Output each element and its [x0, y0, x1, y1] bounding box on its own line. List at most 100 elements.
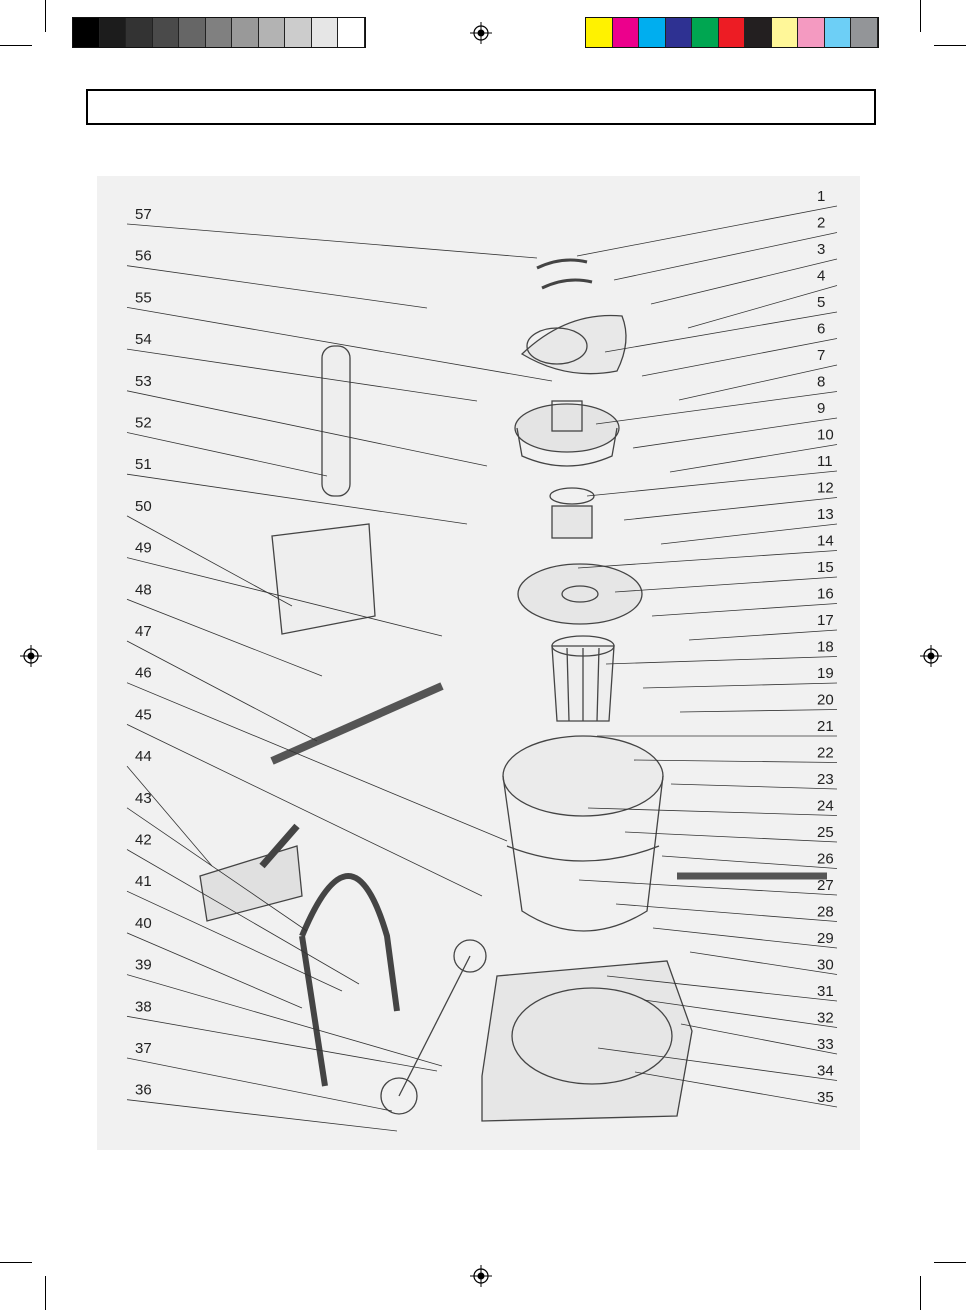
part-number-label: 5 [817, 294, 825, 311]
part-number-label: 52 [135, 415, 152, 432]
grayscale-color-bar [72, 17, 366, 48]
part-number-label: 53 [135, 373, 152, 390]
part-number-label: 56 [135, 248, 152, 265]
callout-leader-line [681, 1024, 837, 1054]
part-number-label: 19 [817, 665, 834, 682]
callout-leader-line [688, 286, 837, 329]
part-number-label: 32 [817, 1010, 834, 1027]
callout-leader-line [578, 551, 837, 569]
callout-leader-line [579, 880, 837, 895]
crop-mark-tr-h [934, 45, 966, 46]
color-swatch [100, 18, 127, 47]
registration-mark-icon [470, 22, 492, 44]
callout-leader-line [587, 471, 837, 496]
callout-leader-line [670, 445, 837, 473]
crop-mark-tr-v [920, 0, 921, 32]
callout-leader-line [634, 760, 837, 763]
part-number-label: 20 [817, 692, 834, 709]
callout-leader-line [615, 577, 837, 592]
callout-leader-line [127, 433, 327, 477]
part-number-label: 29 [817, 930, 834, 947]
part-number-label: 54 [135, 331, 152, 348]
part-number-label: 30 [817, 957, 834, 974]
color-swatch [312, 18, 339, 47]
part-number-label: 51 [135, 456, 152, 473]
callout-leader-line [642, 339, 837, 377]
part-number-label: 38 [135, 998, 152, 1015]
callout-leader-line [588, 808, 837, 816]
callout-leader-line [633, 418, 837, 448]
crop-mark-br-h [934, 1262, 966, 1263]
callout-leader-line [127, 224, 537, 258]
part-number-label: 10 [817, 427, 834, 444]
crop-mark-bl-h [0, 1262, 32, 1263]
callout-leader-line [605, 312, 837, 352]
part-number-label: 1 [817, 188, 825, 205]
color-swatch [825, 18, 852, 47]
part-number-label: 33 [817, 1036, 834, 1053]
color-swatch [338, 18, 365, 47]
part-number-label: 9 [817, 400, 825, 417]
callout-leader-line [596, 392, 837, 425]
part-number-label: 15 [817, 559, 834, 576]
callout-leader-line [127, 683, 507, 841]
registration-mark-icon [20, 645, 42, 667]
callout-leader-line [127, 474, 467, 524]
part-number-label: 25 [817, 824, 834, 841]
part-number-label: 36 [135, 1082, 152, 1099]
callout-leader-line [127, 391, 487, 466]
part-number-label: 47 [135, 623, 152, 640]
color-swatch [851, 18, 878, 47]
callout-leader-line [127, 641, 317, 741]
color-swatch [232, 18, 259, 47]
callout-leader-line [662, 856, 837, 869]
color-swatch [586, 18, 613, 47]
callout-leader-line [624, 498, 837, 521]
part-number-label: 31 [817, 983, 834, 1000]
part-number-label: 44 [135, 748, 152, 765]
part-number-label: 8 [817, 374, 825, 391]
crop-mark-tl-v [45, 0, 46, 32]
color-swatch [285, 18, 312, 47]
crop-mark-tl-h [0, 45, 32, 46]
part-number-label: 46 [135, 665, 152, 682]
part-number-label: 57 [135, 206, 152, 223]
part-number-label: 26 [817, 851, 834, 868]
color-swatch [639, 18, 666, 47]
part-number-label: 34 [817, 1063, 834, 1080]
callout-leader-line [690, 952, 837, 975]
part-number-label: 22 [817, 745, 834, 762]
part-number-label: 11 [817, 453, 833, 470]
part-number-label: 3 [817, 241, 825, 258]
color-swatch [179, 18, 206, 47]
color-swatch [798, 18, 825, 47]
part-number-label: 43 [135, 790, 152, 807]
callout-leader-line [127, 266, 427, 308]
part-number-label: 2 [817, 215, 825, 232]
registration-mark-icon [470, 1265, 492, 1287]
callout-leader-line [689, 630, 837, 640]
color-swatch [126, 18, 153, 47]
part-number-label: 13 [817, 506, 834, 523]
part-number-label: 6 [817, 321, 825, 338]
callout-leader-line [625, 832, 837, 842]
page-title-box [86, 89, 876, 125]
part-number-label: 18 [817, 639, 834, 656]
registration-mark-icon [920, 645, 942, 667]
part-number-label: 17 [817, 612, 834, 629]
part-number-label: 40 [135, 915, 152, 932]
diagram-canvas: 5756555453525150494847464544434241403938… [97, 176, 860, 1150]
callout-leader-line [577, 206, 837, 256]
color-swatch [259, 18, 286, 47]
part-number-label: 48 [135, 581, 152, 598]
callout-leader-line [653, 928, 837, 948]
part-number-label: 35 [817, 1089, 834, 1106]
color-swatch [772, 18, 799, 47]
part-number-label: 16 [817, 586, 834, 603]
part-number-label: 42 [135, 832, 152, 849]
crop-mark-bl-v [45, 1276, 46, 1310]
color-swatch [692, 18, 719, 47]
crop-mark-br-v [920, 1276, 921, 1310]
part-number-label: 27 [817, 877, 834, 894]
color-swatch [73, 18, 100, 47]
